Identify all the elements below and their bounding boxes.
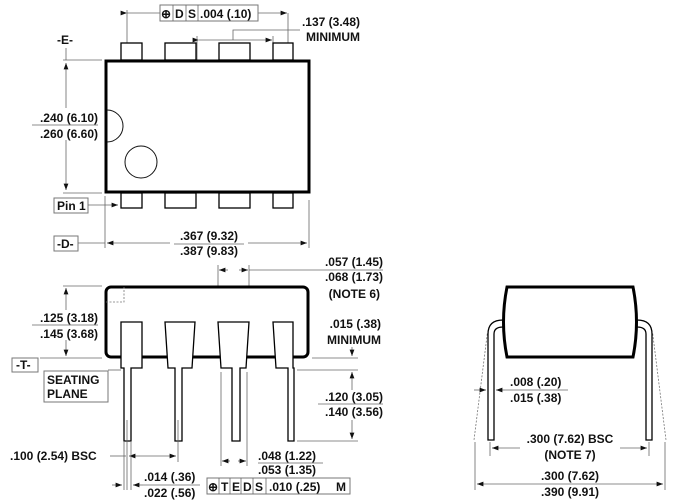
length-max: .387 (9.83) [180, 244, 238, 258]
modifier: S [188, 7, 196, 21]
lead-width-min: .014 (.36) [144, 470, 195, 484]
pin-8 [120, 42, 143, 61]
shoulder-max: .068 (1.73) [325, 270, 383, 284]
row-spacing-note: (NOTE 7) [544, 448, 595, 462]
datum-d: -D- [57, 237, 74, 251]
upper-lead-width-min: .048 (1.22) [258, 449, 316, 463]
position-tolerance-frame: ⊕ T E D S .010 (.25) M [206, 477, 351, 495]
datum-e-ref: E [232, 480, 240, 494]
lead-length-max: .140 (3.56) [325, 405, 383, 419]
package-body-side [104, 285, 310, 359]
material-modifier: M [336, 480, 346, 494]
standoff-label: MINIMUM [327, 333, 381, 347]
height-min: .125 (3.18) [40, 311, 98, 325]
position-symbol: ⊕ [208, 480, 218, 494]
row-spacing: .300 (7.62) BSC [527, 432, 614, 446]
pin1-dimple [124, 145, 158, 179]
tolerance-value: .004 (.10) [200, 7, 251, 21]
position-symbol: ⊕ [161, 7, 171, 21]
datum-t: -T- [16, 358, 31, 372]
side-view: .057 (1.45) .068 (1.73) (NOTE 6) .125 (3… [10, 255, 383, 500]
lead-width-max: .022 (.56) [144, 486, 195, 500]
tolerance-value: .010 (.25) [269, 480, 320, 494]
datum-e: -E- [57, 33, 73, 47]
modifier: S [255, 480, 263, 494]
datum-d-ref: D [243, 480, 252, 494]
top-view: ⊕ D S .004 (.10) .137 (3.48) MINIMUM -E- [32, 4, 360, 258]
pin-7 [164, 42, 197, 61]
lead-thickness-min: .008 (.20) [510, 375, 561, 389]
pin-5 [272, 42, 294, 61]
shoulder-note: (NOTE 6) [329, 287, 380, 301]
package-body [104, 59, 311, 194]
seating-plane-line2: PLANE [47, 387, 88, 401]
end-view: .008 (.20) .015 (.38) .300 (7.62) BSC (N… [473, 285, 667, 499]
pin-4 [272, 192, 294, 209]
lead-thickness-max: .015 (.38) [510, 391, 561, 405]
overall-width-min: .300 (7.62) [541, 469, 599, 483]
lead-length-min: .120 (3.05) [325, 390, 383, 404]
pin-6 [218, 42, 251, 61]
tolerance-frame: ⊕ D S .004 (.10) [120, 4, 289, 44]
lead-min-label: MINIMUM [306, 30, 360, 44]
pin-1 [120, 192, 143, 209]
shoulder-min: .057 (1.45) [325, 255, 383, 269]
side-pins [120, 321, 295, 442]
notch-mark [106, 109, 124, 143]
lead-min-dim: .137 (3.48) [302, 15, 360, 29]
length-min: .367 (9.32) [180, 229, 238, 243]
pin-3 [218, 192, 251, 209]
datum-ref: D [175, 7, 184, 21]
datum-t-ref: T [221, 480, 229, 494]
pin-2 [164, 192, 197, 209]
pin1-label: Pin 1 [57, 199, 86, 213]
standoff-dim: .015 (.38) [330, 317, 381, 331]
width-min: .240 (6.10) [40, 111, 98, 125]
seating-plane-line1: SEATING [47, 373, 99, 387]
package-body-end [502, 285, 638, 359]
overall-width-max: .390 (9.91) [541, 485, 599, 499]
height-max: .145 (3.68) [40, 327, 98, 341]
width-max: .260 (6.60) [40, 127, 98, 141]
upper-lead-width-max: .053 (1.35) [258, 463, 316, 477]
pitch-dim: .100 (2.54) BSC [10, 449, 97, 463]
